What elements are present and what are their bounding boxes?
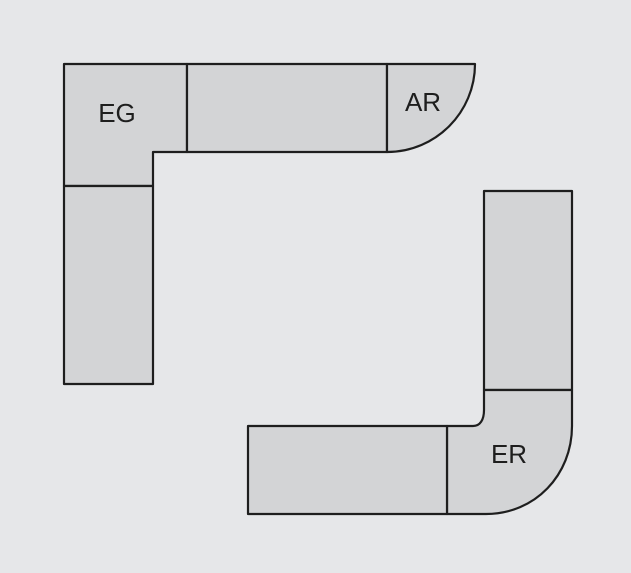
eg-label: EG [98, 98, 136, 128]
bottom-horizontal-module [246, 424, 449, 516]
bottom-right-sofa-group: ER [246, 189, 574, 516]
left-vertical-module [62, 184, 155, 386]
er-rounded-corner-module [445, 388, 574, 516]
ar-rounded-end-module [385, 62, 477, 154]
er-label: ER [491, 439, 527, 469]
ar-label: AR [405, 87, 441, 117]
top-left-sofa-group: EG AR [62, 62, 477, 386]
top-middle-module [185, 62, 389, 154]
right-vertical-module [482, 189, 574, 392]
